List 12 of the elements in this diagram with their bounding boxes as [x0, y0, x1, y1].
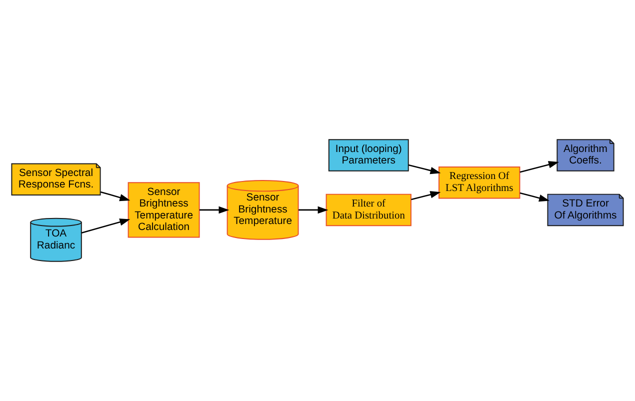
arrow [411, 191, 441, 200]
node-box: Input (looping) Parameters [328, 139, 409, 172]
arrow [520, 192, 550, 202]
arrow [81, 218, 130, 234]
arrow [298, 206, 328, 214]
node-box: Regression Of LST Algorithms [438, 166, 520, 199]
node-box: Sensor Brightness Temperature Calculation [128, 182, 200, 238]
node-box: Filter of Data Distribution [326, 194, 412, 226]
arrow [199, 206, 230, 214]
arrow [100, 191, 130, 202]
arrow [408, 164, 441, 174]
arrow [520, 161, 559, 173]
